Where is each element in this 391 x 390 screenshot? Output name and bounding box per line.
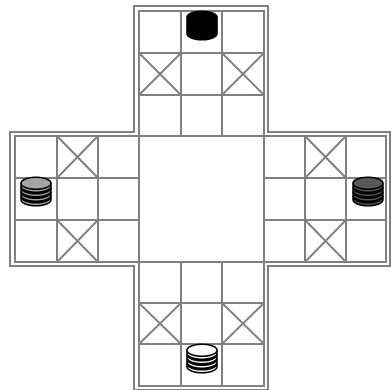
safe-square-top-left (139, 53, 181, 95)
safe-square-bottom-left (139, 303, 181, 344)
center-square[interactable] (139, 136, 264, 262)
piece-disc (21, 177, 51, 189)
piece-stack-right[interactable] (353, 177, 383, 206)
piece-disc (353, 177, 383, 189)
piece-stack-left[interactable] (21, 177, 51, 206)
safe-square-right-top (305, 136, 346, 178)
safe-square-bottom-right (222, 303, 264, 344)
piece-stack-bottom[interactable] (187, 344, 217, 373)
safe-square-right-bottom (305, 220, 346, 262)
piece-disc (187, 11, 217, 23)
safe-square-left-top (57, 136, 98, 178)
safe-square-left-bottom (57, 220, 98, 262)
piece-disc (187, 344, 217, 356)
safe-square-top-right (222, 53, 264, 95)
piece-stack-top[interactable] (187, 11, 217, 40)
